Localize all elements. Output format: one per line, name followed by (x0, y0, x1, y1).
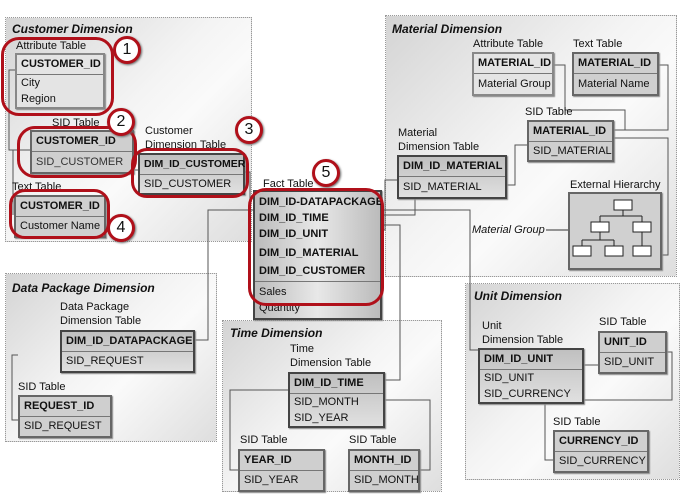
highlight-ring (1, 37, 114, 116)
attr-row: Material Group (478, 78, 551, 90)
fact-key: DIM_ID-DATAPACKAGE (259, 196, 384, 208)
highlight-ring (9, 189, 110, 239)
fact-key: DIM_ID_MATERIAL (259, 247, 359, 259)
attr-row: City (21, 77, 40, 89)
external-hierarchy (568, 192, 662, 270)
dim-row: SID_YEAR (294, 412, 349, 424)
material-dim-label: Material (398, 127, 438, 139)
fact-table-label: Fact Table (263, 178, 314, 190)
text-key: MATERIAL_ID (574, 54, 657, 74)
unit-sid-table: UNIT_ID SID_UNIT (598, 331, 667, 374)
highlight-ring (131, 148, 249, 198)
month-sid-label: SID Table (349, 434, 397, 446)
time-dim-label: Time (290, 343, 315, 355)
year-sid-label: SID Table (240, 434, 288, 446)
sid-key: CUSTOMER_ID (32, 132, 132, 152)
datapackage-sid-label: SID Table (18, 381, 66, 393)
hierarchy-tree-icon (572, 199, 652, 257)
customer-attribute-table: CUSTOMER_ID City Region (15, 53, 105, 109)
dim-row: SID_REQUEST (66, 355, 144, 367)
text-row: Customer Name (20, 220, 101, 232)
sid-key: REQUEST_ID (20, 397, 110, 417)
attr-key: MATERIAL_ID (474, 54, 552, 74)
callout-3: 3 (235, 116, 263, 144)
sid-row: SID_MONTH (354, 474, 419, 486)
time-dim-label: Dimension Table (290, 357, 372, 369)
unit-dim-label: Dimension Table (482, 334, 564, 346)
sid-row: SID_MATERIAL (533, 145, 612, 157)
dim-row: SID_MATERIAL (403, 181, 482, 193)
customer-attribute-table-label: Attribute Table (16, 40, 87, 52)
unit-dimension-table: DIM_ID_UNIT SID_UNIT SID_CURRENCY (478, 348, 584, 404)
sid-key: YEAR_ID (240, 451, 323, 471)
sid-key: MATERIAL_ID (529, 122, 612, 142)
unit-dim-label: Unit (482, 320, 502, 332)
attr-row: Region (21, 93, 56, 105)
dim-row: SID_CUSTOMER (144, 178, 232, 190)
material-sid-table: MATERIAL_ID SID_MATERIAL (527, 120, 614, 162)
callout-4: 4 (107, 214, 135, 242)
external-hierarchy-label: External Hierarchy (570, 179, 661, 191)
material-text-table-label: Text Table (573, 38, 623, 50)
callout-2: 2 (107, 108, 135, 136)
year-sid-table: YEAR_ID SID_YEAR (238, 449, 325, 492)
dim-row: SID_MONTH (294, 396, 359, 408)
highlight-ring (248, 188, 384, 306)
dim-key: DIM_ID_CUSTOMER (140, 155, 245, 175)
material-text-table: MATERIAL_ID Material Name (572, 52, 659, 96)
data-package-dimension-title: Data Package Dimension (12, 281, 155, 295)
sid-key: UNIT_ID (600, 333, 665, 353)
customer-text-table: CUSTOMER_ID Customer Name (14, 195, 106, 238)
currency-sid-label: SID Table (553, 416, 601, 428)
dim-row: SID_UNIT (484, 372, 535, 384)
sid-row: SID_REQUEST (24, 420, 102, 432)
sid-row: SID_UNIT (604, 356, 655, 368)
fact-key: DIM_ID_UNIT (259, 228, 329, 240)
customer-dimension-title: Customer Dimension (12, 22, 133, 36)
dim-key: DIM_ID_MATERIAL (399, 157, 505, 177)
datapackage-dimension-table: DIM_ID_DATAPACKAGE SID_REQUEST (60, 330, 195, 373)
text-row: Material Name (578, 78, 650, 90)
material-attribute-table-label: Attribute Table (473, 38, 544, 50)
dim-key: DIM_ID_UNIT (480, 350, 582, 370)
unit-dimension-title: Unit Dimension (474, 289, 563, 303)
currency-sid-table: CURRENCY_ID SID_CURRENCY (553, 430, 649, 473)
callout-1: 1 (113, 36, 141, 64)
sid-row: SID_YEAR (244, 474, 299, 486)
attr-key: CUSTOMER_ID (17, 55, 103, 75)
sid-row: SID_CURRENCY (559, 455, 646, 467)
customer-dim-label: Customer (145, 125, 193, 137)
text-key: CUSTOMER_ID (16, 197, 104, 217)
dim-key: DIM_ID_TIME (290, 374, 383, 394)
fact-key: DIM_ID_TIME (259, 212, 329, 224)
material-dimension-table: DIM_ID_MATERIAL SID_MATERIAL (397, 155, 507, 199)
unit-sid-label: SID Table (599, 316, 647, 328)
time-dimension-table: DIM_ID_TIME SID_MONTH SID_YEAR (288, 372, 385, 428)
customer-dimension-table: DIM_ID_CUSTOMER SID_CUSTOMER (138, 153, 245, 195)
datapackage-dim-label: Dimension Table (60, 315, 142, 327)
material-sid-table-label: SID Table (525, 106, 573, 118)
datapackage-sid-table: REQUEST_ID SID_REQUEST (18, 395, 112, 438)
fact-table: DIM_ID-DATAPACKAGE DIM_ID_TIME DIM_ID_UN… (253, 190, 384, 320)
material-group-label: Material Group (472, 224, 545, 236)
time-dimension-title: Time Dimension (230, 326, 323, 340)
material-dimension-title: Material Dimension (392, 22, 503, 36)
fact-key: DIM_ID_CUSTOMER (255, 261, 380, 282)
sid-row: SID_CUSTOMER (36, 156, 124, 168)
month-sid-table: MONTH_ID SID_MONTH (348, 449, 420, 492)
dim-row: SID_CURRENCY (484, 388, 571, 400)
sid-key: CURRENCY_ID (555, 432, 647, 452)
customer-sid-table: CUSTOMER_ID SID_CUSTOMER (30, 130, 134, 174)
sid-key: MONTH_ID (350, 451, 418, 471)
datapackage-dim-label: Data Package (60, 301, 130, 313)
material-attribute-table: MATERIAL_ID Material Group (472, 52, 554, 96)
dim-key: DIM_ID_DATAPACKAGE (62, 332, 193, 352)
callout-5: 5 (312, 159, 340, 187)
material-dim-label: Dimension Table (398, 141, 480, 153)
